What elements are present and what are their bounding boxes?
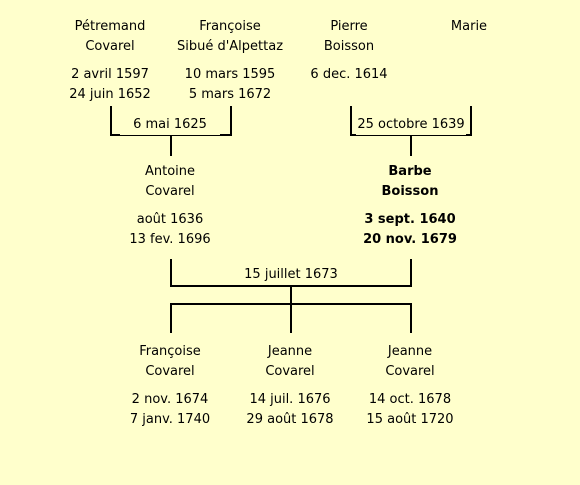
person-first-name: Jeanne — [387, 344, 433, 359]
connector-line — [410, 259, 412, 287]
connector-line — [290, 303, 292, 333]
person-birth-date: 10 mars 1595 — [184, 67, 276, 82]
person-first-name: Françoise — [199, 19, 261, 34]
connector-line — [110, 106, 112, 136]
person-jeanne-covarel-1676: Jeanne Covarel 14 juil. 1676 29 août 167… — [215, 342, 365, 430]
connector-line — [170, 259, 172, 287]
connector-line — [170, 134, 172, 156]
person-birth-date: 14 juil. 1676 — [249, 392, 331, 407]
person-death-date: 5 mars 1672 — [188, 87, 272, 102]
person-first-name: Barbe — [388, 164, 432, 179]
person-jeanne-covarel-1678: Jeanne Covarel 14 oct. 1678 15 août 1720 — [335, 342, 485, 430]
connector-line — [470, 106, 472, 136]
person-death-date: 15 août 1720 — [366, 412, 454, 427]
connector-line — [170, 303, 172, 333]
connector-line — [290, 285, 292, 305]
person-last-name: Covarel — [85, 39, 135, 54]
connector-line — [350, 106, 352, 136]
person-death-date: 13 fev. 1696 — [129, 232, 211, 247]
person-death-date: 7 janv. 1740 — [129, 412, 211, 427]
person-death-date: 24 juin 1652 — [69, 87, 151, 102]
person-first-name: Françoise — [139, 344, 201, 359]
person-birth-date: 2 nov. 1674 — [131, 392, 209, 407]
person-last-name: Boisson — [323, 39, 375, 54]
person-pierre-boisson: Pierre Boisson 6 dec. 1614 — [274, 17, 424, 85]
connector-line — [230, 106, 232, 136]
person-marie: Marie — [394, 17, 544, 37]
marriage-date: 6 mai 1625 — [120, 115, 220, 135]
person-francoise-sibue: Françoise Sibué d'Alpettaz 10 mars 1595 … — [155, 17, 305, 105]
person-birth-date: 14 oct. 1678 — [368, 392, 452, 407]
person-petremand-covarel: Pétremand Covarel 2 avril 1597 24 juin 1… — [35, 17, 185, 105]
person-first-name: Marie — [450, 19, 488, 34]
marriage-date: 25 octobre 1639 — [356, 115, 466, 135]
person-barbe-boisson: Barbe Boisson 3 sept. 1640 20 nov. 1679 — [335, 162, 485, 250]
person-francoise-covarel: Françoise Covarel 2 nov. 1674 7 janv. 17… — [95, 342, 245, 430]
person-last-name: Covarel — [145, 364, 195, 379]
person-antoine-covarel: Antoine Covarel août 1636 13 fev. 1696 — [95, 162, 245, 250]
person-first-name: Pierre — [330, 19, 368, 34]
connector-line — [410, 303, 412, 333]
person-last-name: Boisson — [381, 184, 439, 199]
person-last-name: Covarel — [265, 364, 315, 379]
person-first-name: Pétremand — [74, 19, 146, 34]
person-death-date: 29 août 1678 — [246, 412, 334, 427]
person-death-date: 20 nov. 1679 — [363, 232, 457, 247]
person-birth-date: août 1636 — [136, 212, 204, 227]
person-birth-date: 2 avril 1597 — [71, 67, 149, 82]
person-last-name: Covarel — [385, 364, 435, 379]
person-last-name: Covarel — [145, 184, 195, 199]
person-first-name: Jeanne — [267, 344, 313, 359]
connector-line — [410, 134, 412, 156]
person-birth-date: 6 dec. 1614 — [310, 67, 388, 82]
person-first-name: Antoine — [144, 164, 196, 179]
person-last-name: Sibué d'Alpettaz — [176, 39, 284, 54]
person-birth-date: 3 sept. 1640 — [364, 212, 456, 227]
marriage-date: 15 juillet 1673 — [230, 265, 352, 285]
